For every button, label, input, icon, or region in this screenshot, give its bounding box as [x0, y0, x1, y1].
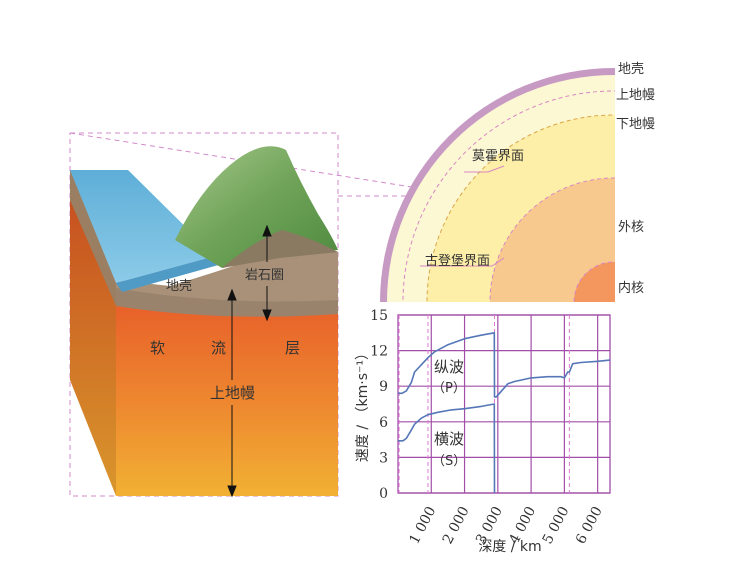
ocean-surface: [70, 170, 215, 283]
earth-quarter-section: [380, 68, 615, 302]
y-tick-label: 3: [379, 450, 388, 466]
gutenberg-line: [489, 177, 615, 302]
x-tick-label: 2 000: [440, 504, 473, 547]
lithosphere-label: 岩石圈: [245, 268, 284, 283]
moho-label-group: 莫霍界面: [464, 149, 524, 173]
side-crust: [70, 170, 116, 306]
gutenberg-boundary-label: 古登堡界面: [425, 253, 490, 269]
lithosphere-block-diagram: [70, 146, 338, 496]
upper-mantle-range-arrow: [227, 288, 237, 498]
x-tick-label: 6 000: [573, 504, 606, 547]
moho-band: [116, 288, 338, 317]
block-side-face: [70, 170, 116, 496]
y-tick-label: 15: [370, 308, 388, 324]
crust-label: 地壳: [166, 279, 192, 294]
x-tick-label: 1 000: [407, 504, 440, 547]
gutenberg-label-group: 古登堡界面: [420, 253, 505, 269]
s-wave-line: [398, 403, 496, 494]
y-tick-label: 9: [379, 379, 388, 395]
upper-mantle-label: 上地幔: [210, 384, 255, 402]
asthenosphere-label-1: 软: [150, 339, 165, 357]
outer-core-zone: [490, 178, 615, 302]
inner-core-zone: [574, 262, 615, 302]
s-wave-label: 横波: [434, 430, 464, 448]
asthenosphere-label-3: 层: [285, 339, 300, 357]
p-wave-line: [398, 331, 611, 398]
asthenosphere-layer: [116, 304, 338, 496]
lithosphere-range-arrow: [262, 224, 272, 322]
y-tick-label: 6: [379, 415, 388, 431]
p-wave-label-sub: （P）: [432, 381, 466, 396]
mountain-rock-face: [222, 230, 338, 268]
label-lower-mantle: 下地幔: [616, 117, 655, 132]
y-axis-title: 速度 / （km·s⁻¹）: [355, 346, 371, 462]
p-wave-label: 纵波: [434, 358, 464, 376]
moho-boundary-label: 莫霍界面: [472, 149, 524, 164]
x-axis-title: 深度 / km: [478, 539, 541, 555]
label-crust: 地壳: [618, 62, 644, 77]
ocean-front: [116, 256, 222, 292]
label-upper-mantle: 上地幔: [616, 88, 655, 103]
zoom-connector-top: [69, 132, 419, 189]
plot-area: [397, 314, 611, 494]
x-tick-label: 5 000: [540, 504, 573, 547]
asthenosphere-label-2: 流: [211, 339, 226, 357]
s-wave-label-sub: （S）: [432, 454, 466, 469]
y-tick-label: 0: [379, 486, 388, 502]
label-outer-core: 外核: [618, 220, 644, 235]
label-inner-core: 内核: [618, 280, 644, 296]
y-tick-label: 12: [370, 344, 388, 360]
